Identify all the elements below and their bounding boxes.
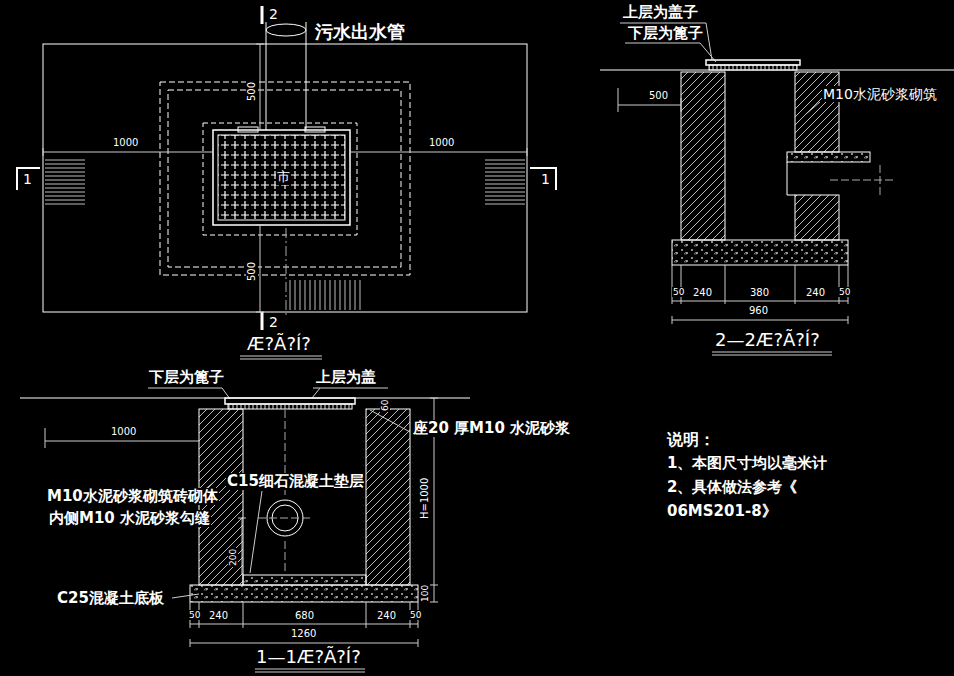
brick-wall: [681, 72, 725, 240]
section-mark: 1: [22, 171, 33, 187]
material-note: M10水泥砂浆砌筑: [822, 86, 938, 102]
dimension-line: [672, 265, 848, 304]
plan-dashed-outer: [160, 82, 410, 275]
dimension: 960: [748, 305, 769, 317]
slope-hatch: [290, 280, 360, 310]
c15-layer: [243, 575, 366, 585]
material-note: 内侧M10 水泥砂浆勾缝: [48, 510, 211, 527]
section-1-1: [20, 388, 470, 672]
dimension: 500: [246, 261, 258, 282]
outlet-pipe: [266, 22, 306, 130]
section-mark: 2: [268, 314, 279, 330]
view-title: 1—1Æ?Ã?Í?: [255, 647, 362, 668]
dimension: 50: [838, 287, 851, 297]
dimension-line: [43, 148, 527, 156]
cover: [225, 398, 355, 404]
plan-dashed-inner: [168, 90, 401, 267]
cover: [706, 60, 800, 65]
outlet-pipe-end: [266, 24, 306, 36]
dimension: 1000: [112, 137, 139, 149]
pipe-band: [787, 152, 870, 162]
dimension-line: [618, 88, 681, 112]
base-slab: [672, 240, 848, 265]
grate-label: 下层为篦子: [148, 369, 225, 386]
dimension: H=1000: [419, 477, 431, 520]
material-note: 座20 厚M10 水泥砂浆: [412, 420, 571, 437]
note-heading: 说明：: [666, 431, 716, 449]
grate-frame: [213, 130, 350, 225]
cover-label: 上层为盖子: [622, 4, 699, 21]
base-slab: [190, 585, 418, 602]
grate-handle: [238, 127, 258, 132]
title-underline: [712, 352, 832, 355]
centerline: [830, 165, 895, 195]
dimension: 240: [692, 287, 713, 299]
dimension-line: [190, 639, 418, 647]
plan-dashed-wall: [203, 123, 357, 235]
note-line: 06MS201-8》: [666, 503, 778, 520]
section-mark: [261, 6, 264, 330]
cover-label: 上层为盖: [315, 369, 377, 386]
slope-hatch: [485, 160, 525, 204]
grate: [709, 65, 797, 70]
dimension: 50: [672, 287, 685, 297]
view-title: 2—2Æ?Ã?Í?: [714, 330, 821, 351]
material-note: C25混凝土底板: [56, 590, 165, 607]
leader-line: [370, 410, 410, 432]
dimension: 500: [648, 90, 669, 102]
dimension: 500: [246, 81, 258, 102]
brick-wall: [795, 195, 839, 240]
title-underline: [240, 356, 322, 359]
section-mark: 1: [540, 171, 551, 187]
leader-line: [250, 491, 262, 573]
dimension: 240: [805, 287, 826, 299]
leader-line: [172, 594, 199, 598]
plan-outline: [43, 44, 527, 312]
note-line: 2、具体做法参考《: [666, 479, 798, 496]
dimension: 680: [294, 610, 315, 622]
plan-view: [17, 6, 556, 359]
dimension: 50: [188, 610, 201, 620]
pipe-label: 污水出水管: [314, 22, 406, 43]
dimension: 1000: [428, 137, 455, 149]
brick-wall: [795, 72, 839, 152]
leader-line: [620, 23, 716, 62]
grate-grid: [218, 135, 345, 220]
centerline: [286, 228, 287, 316]
brick-wall: [366, 409, 410, 585]
dimension: 240: [376, 610, 397, 622]
dimension: 200: [228, 548, 238, 567]
dimension-line: [672, 316, 848, 324]
dimension: 240: [208, 610, 229, 622]
grate-handle: [305, 127, 325, 132]
title-underline: [255, 669, 365, 672]
material-note: M10水泥砂浆砌筑砖砌体: [46, 488, 219, 505]
slope-hatch: [45, 160, 85, 204]
grate: [228, 404, 352, 409]
dimension-line: [190, 602, 418, 628]
dimension: 100: [420, 584, 430, 603]
material-note: C15细石混凝土垫层: [226, 473, 365, 490]
note-line: 1、本图尺寸均以毫米计: [666, 455, 828, 472]
grate-label: 下层为篦子: [627, 25, 704, 42]
grate-mark: 市: [276, 170, 291, 185]
dimension-line: [238, 518, 246, 575]
section-mark: [17, 168, 556, 190]
view-title: Æ?Ã?Í?: [246, 334, 312, 355]
dimension: 380: [749, 287, 770, 299]
dimension: 60: [380, 399, 390, 412]
leader-line: [806, 102, 820, 114]
dimension: 50: [409, 610, 422, 620]
section-mark: 2: [268, 6, 279, 22]
dimension: 1000: [110, 426, 137, 438]
pipe-opening: [787, 162, 795, 195]
section-2-2: [600, 23, 954, 355]
dimension: 1260: [290, 628, 317, 640]
centerline: [258, 410, 312, 572]
